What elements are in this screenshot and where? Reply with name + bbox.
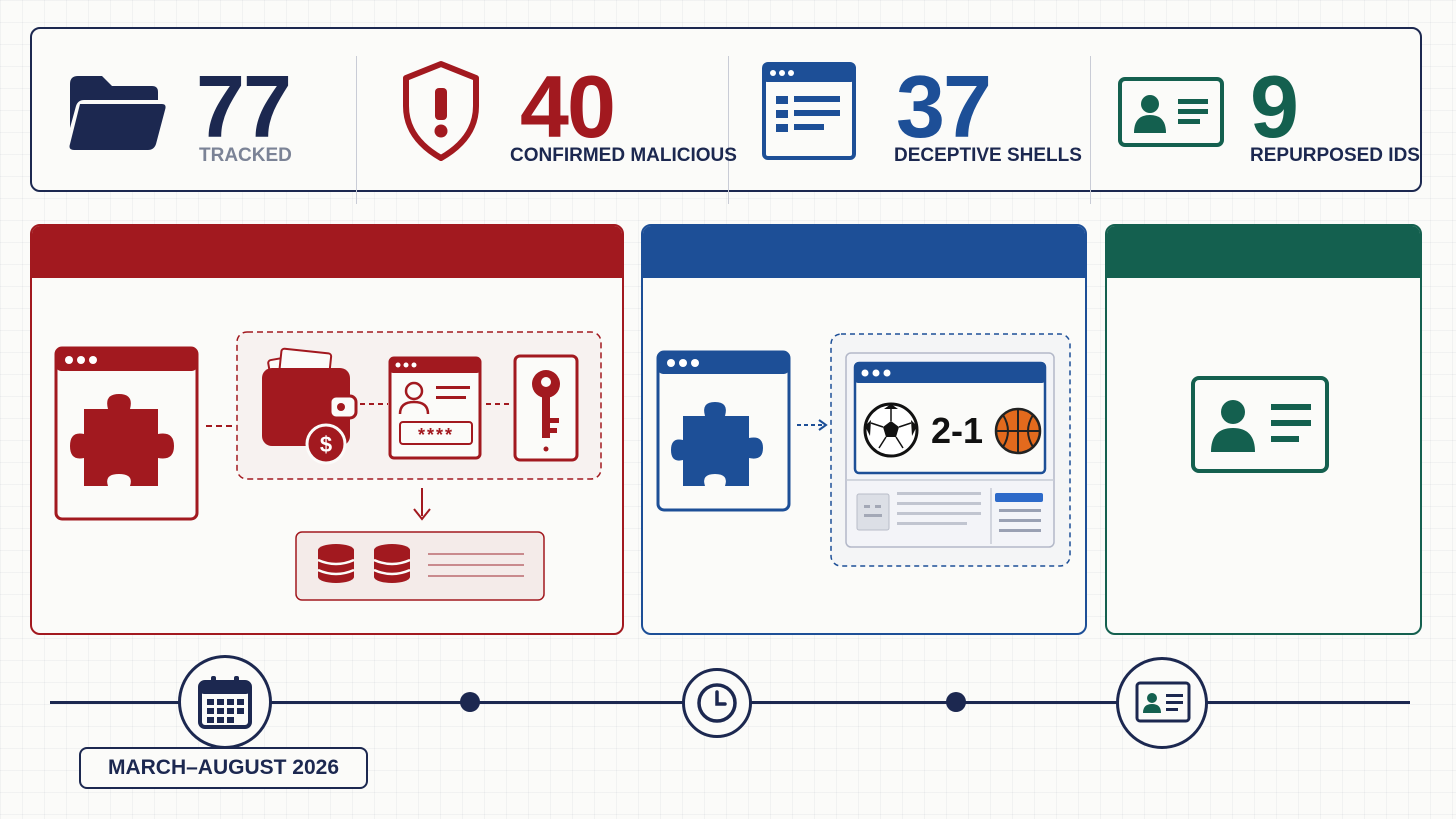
database-icon	[295, 531, 545, 601]
repurposed-panel-header	[1107, 226, 1420, 278]
calendar-icon	[198, 676, 252, 729]
deceptive-flow-diagram: 2-1	[656, 333, 1071, 567]
key-icon	[513, 354, 579, 462]
stats-divider	[1090, 56, 1091, 204]
timeline-dot	[946, 692, 966, 712]
stats-divider	[728, 56, 729, 204]
stat-repurposed-value: 9	[1250, 57, 1299, 156]
svg-text:****: ****	[418, 425, 454, 445]
soccer-ball-icon	[863, 402, 919, 458]
repurposed-id-card-icon	[1191, 376, 1329, 473]
wallet-icon: $	[262, 347, 358, 465]
sports-score-window: 2-1	[853, 361, 1047, 475]
stat-malicious-value: 40	[520, 57, 616, 156]
stat-repurposed-label: REPURPOSED IDS	[1250, 145, 1420, 166]
svg-text:$: $	[320, 432, 332, 457]
timeline-dot	[460, 692, 480, 712]
basketball-icon	[994, 407, 1042, 455]
shield-alert-icon	[403, 61, 479, 161]
timeline-date-label: MARCH–AUGUST 2026	[79, 747, 368, 789]
match-score: 2-1	[931, 410, 983, 451]
repurposed-panel	[1105, 224, 1422, 635]
stat-malicious-label: CONFIRMED MALICIOUS	[510, 145, 737, 166]
puzzle-piece-icon	[70, 394, 174, 486]
folder-icon	[69, 76, 166, 150]
stat-deceptive-label: DECEPTIVE SHELLS	[894, 145, 1082, 166]
malicious-panel-header	[32, 226, 622, 278]
browser-window-icon	[762, 62, 856, 160]
malicious-flow-diagram: $ ****	[54, 331, 602, 601]
clock-icon	[697, 683, 737, 723]
deceptive-panel-header	[643, 226, 1085, 278]
stat-tracked-value: 77	[196, 57, 292, 156]
stat-deceptive-value: 37	[896, 57, 992, 156]
extension-window-icon	[656, 350, 791, 512]
fake-page-content	[846, 479, 1054, 544]
stats-divider	[356, 56, 357, 204]
id-card-icon	[1118, 77, 1224, 147]
stat-tracked-label: TRACKED	[199, 145, 292, 166]
id-card-icon	[1135, 681, 1191, 723]
extension-window-icon	[54, 346, 199, 521]
puzzle-piece-icon	[671, 402, 763, 486]
credential-form-icon: ****	[388, 356, 482, 460]
